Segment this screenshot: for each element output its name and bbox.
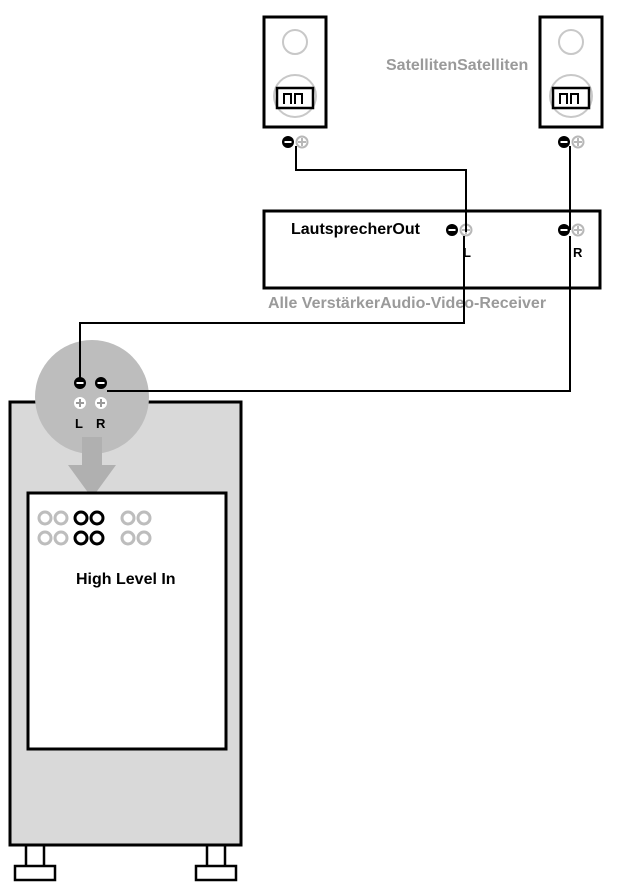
wires: [79, 146, 571, 392]
satellite-speaker-left: [262, 15, 328, 149]
subwoofer: High Level In: [8, 340, 243, 882]
speaker-out-label: LautsprecherOut: [291, 221, 421, 238]
receiver-box: LautsprecherOut L R: [262, 209, 602, 290]
receiver-right-terminals: [558, 223, 585, 237]
satellite-left-terminals: [282, 135, 309, 149]
satellite-speaker-right: [538, 15, 604, 149]
receiver-left-label: L: [463, 245, 471, 260]
wire-high-level-left: [79, 236, 465, 380]
receiver-right-label: R: [573, 245, 583, 260]
sub-right-label: R: [96, 416, 106, 431]
receiver-label: Alle VerstärkerAudio-Video-Receiver: [268, 295, 546, 312]
satellite-right-terminals: [558, 135, 585, 149]
wire-high-level-right: [107, 236, 571, 392]
arrow-down-icon: [68, 437, 116, 498]
wire-satellite-left: [295, 146, 467, 232]
panel-terminals: [37, 510, 152, 546]
satellites-label: SatellitenSatelliten: [386, 57, 528, 74]
sub-left-label: L: [75, 416, 83, 431]
subwoofer-high-level-terminals: [74, 377, 107, 409]
high-level-in-label: High Level In: [76, 571, 176, 588]
terminal-highlight-circle: [35, 340, 149, 454]
